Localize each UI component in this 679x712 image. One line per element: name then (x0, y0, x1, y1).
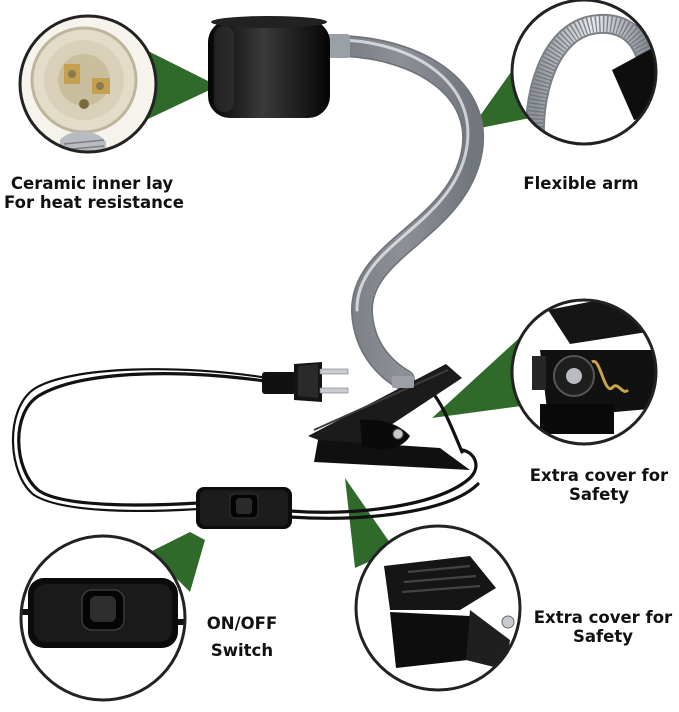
callout-clip-top-line1: Extra cover for (529, 466, 669, 485)
zoom-clip-spring (510, 298, 658, 446)
callout-switch-line2: Switch (210, 641, 274, 660)
callout-arm-text: Flexible arm (523, 174, 639, 193)
callout-clip-top-label: Extra cover for Safety (524, 466, 674, 504)
callout-clip-top-line2: Safety (568, 485, 630, 504)
callout-arm-label: Flexible arm (510, 174, 652, 193)
callout-ceramic-line2: For heat resistance (4, 193, 184, 212)
pointer-ceramic (146, 50, 218, 120)
spring-clamp-icon (308, 364, 470, 470)
zoom-switch (19, 534, 187, 702)
callout-clip-bottom-line1: Extra cover for (533, 608, 673, 627)
callout-clip-bottom-line2: Safety (572, 627, 634, 646)
gooseneck-arm-icon (319, 34, 485, 391)
pointer-clip-bottom (345, 478, 395, 568)
zoom-clip-cover (354, 524, 522, 692)
callout-pointers (146, 48, 536, 592)
callout-ceramic-line1: Ceramic inner lay (10, 174, 174, 193)
callout-ceramic-label: Ceramic inner lay For heat resistance (4, 174, 184, 212)
power-plug-icon (262, 362, 349, 402)
pointer-switch (150, 532, 205, 592)
rocker-switch-icon (196, 487, 292, 529)
callout-switch-line1: ON/OFF (206, 614, 278, 633)
zoom-ceramic-socket (18, 14, 158, 154)
callout-clip-bottom-label: Extra cover for Safety (530, 608, 676, 646)
lamp-socket-icon (208, 16, 350, 118)
callout-switch-label: ON/OFF Switch (200, 610, 284, 664)
pointer-clip-top (432, 330, 536, 418)
zoom-flexible-arm (510, 0, 658, 146)
